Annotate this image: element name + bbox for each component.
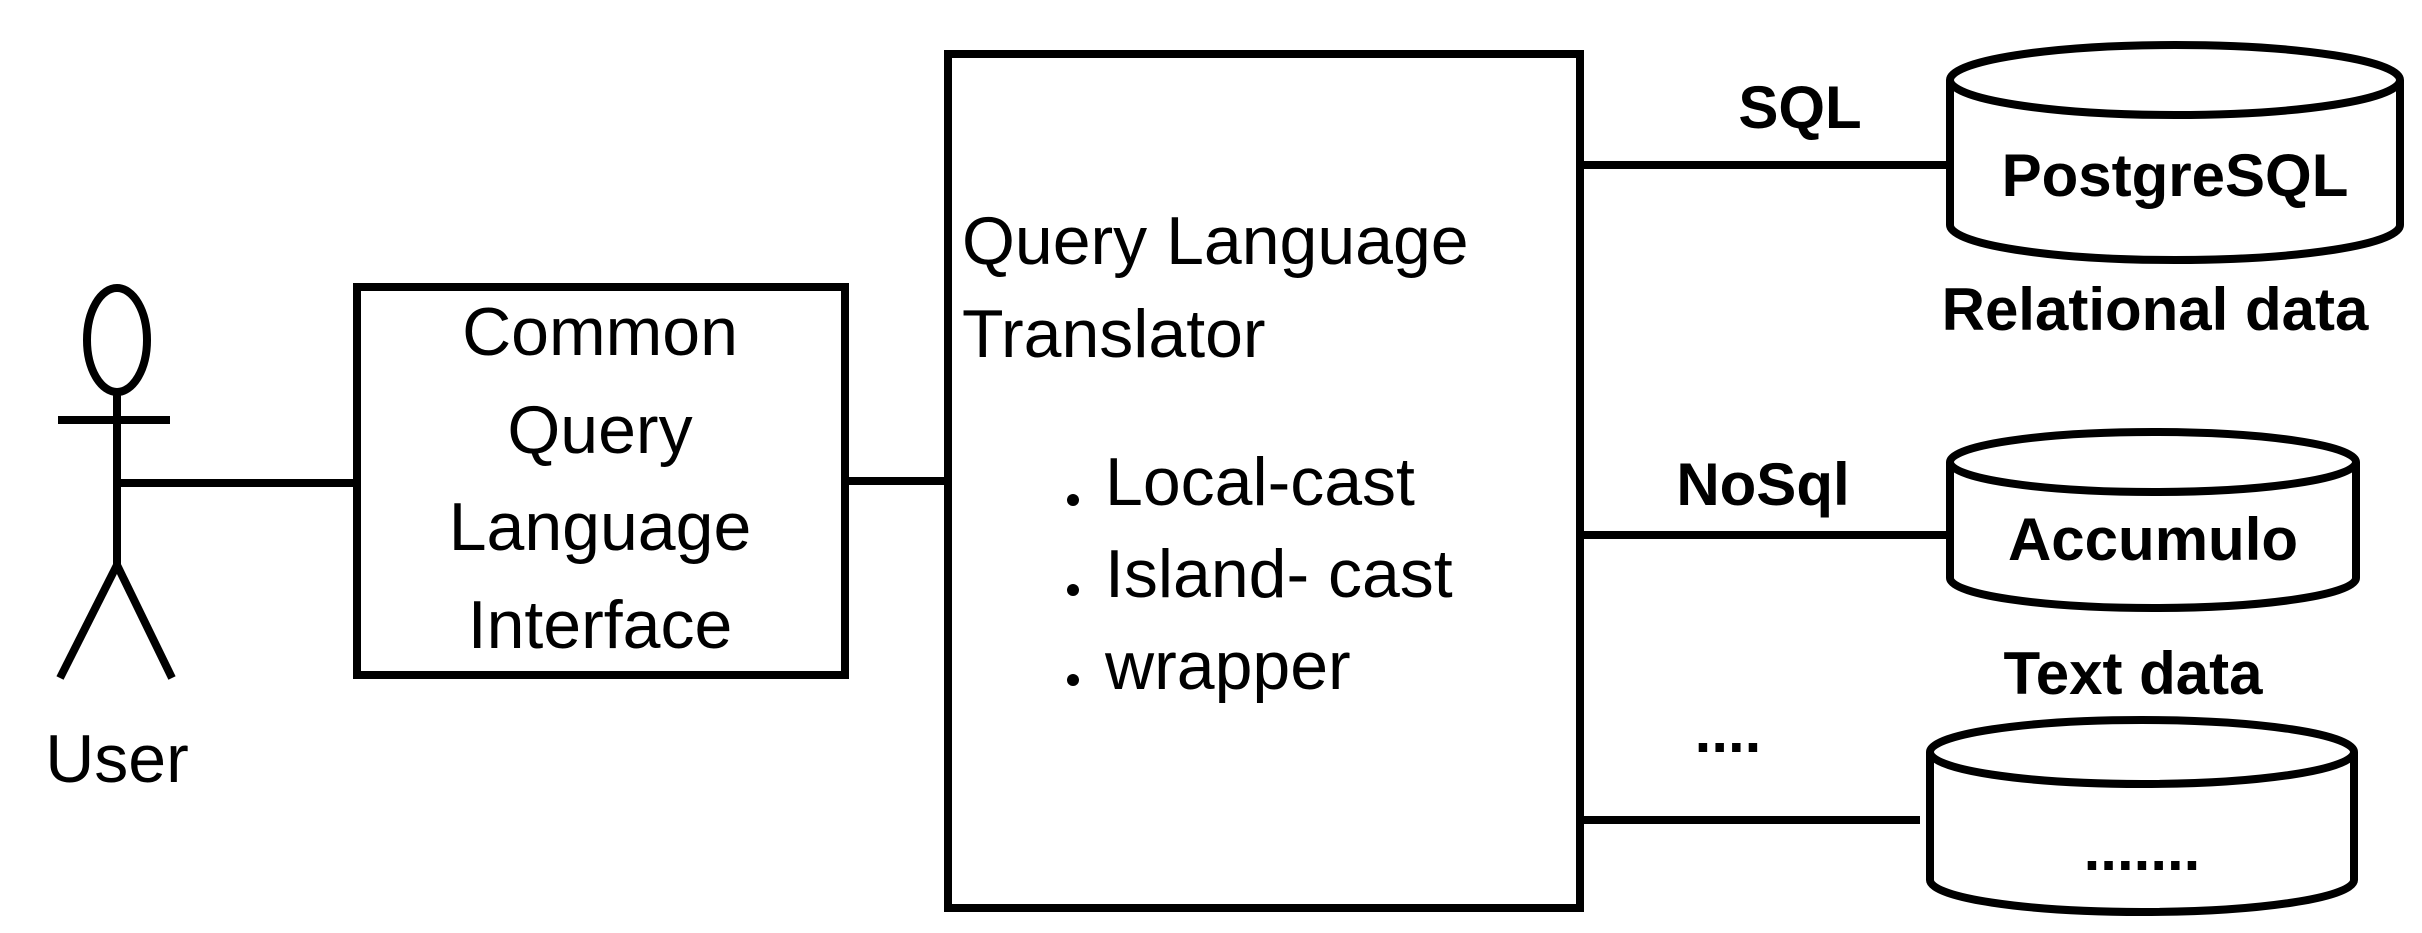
- user-head: [83, 284, 151, 396]
- interface-label-line: Language: [449, 489, 752, 565]
- user-label: User: [45, 721, 189, 797]
- interface-label-line: Query: [507, 392, 692, 468]
- interface-label-line: Interface: [468, 587, 733, 663]
- database-caption-relational: Relational data: [1942, 276, 2369, 343]
- user-stick-figure: [56, 284, 176, 680]
- bullet-dot: [1067, 494, 1079, 506]
- user-left-leg: [56, 563, 121, 680]
- database-name-other: .......: [2084, 816, 2201, 883]
- translator-bullet: wrapper: [1104, 628, 1351, 704]
- translator-title-line: Translator: [962, 296, 1266, 372]
- database-name-postgresql: PostgreSQL: [2002, 142, 2349, 209]
- translator-bullet: Island- cast: [1105, 536, 1453, 612]
- database-cylinder-postgresql: [1946, 41, 2404, 264]
- database-name-accumulo: Accumulo: [2008, 506, 2298, 573]
- database-cylinder-accumulo: [1946, 428, 2360, 612]
- connector-label-other: ....: [1695, 698, 1762, 765]
- database-caption-text: Text data: [2004, 640, 2264, 707]
- connector-label-nosql: NoSql: [1676, 451, 1849, 518]
- connector-label-sql: SQL: [1738, 74, 1861, 141]
- translator-bullet: Local-cast: [1105, 444, 1415, 520]
- user-right-leg: [113, 563, 176, 680]
- interface-label-line: Common: [462, 294, 738, 370]
- translator-title-line: Query Language: [962, 203, 1469, 279]
- translator-box: [944, 50, 1584, 912]
- bullet-dot: [1067, 584, 1079, 596]
- database-cylinder-other: [1926, 716, 2358, 916]
- bullet-dot: [1067, 674, 1079, 686]
